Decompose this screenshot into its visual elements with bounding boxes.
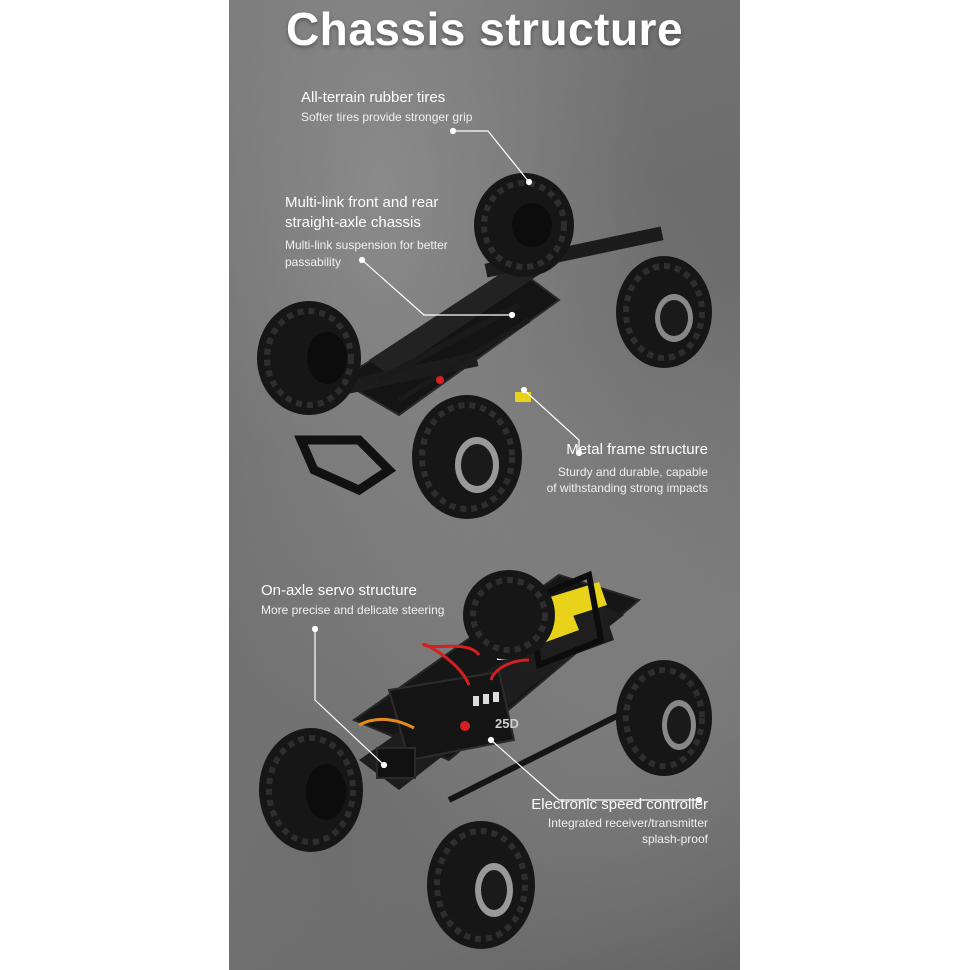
- tire-rear-left: [474, 173, 574, 277]
- feature-frame-title: Metal frame structure: [566, 441, 708, 458]
- tire-rear-left-bottom: [463, 570, 555, 660]
- callout-line-servo: [311, 625, 388, 769]
- esc-box: 25D: [387, 670, 519, 762]
- feature-suspension-title-line2: straight-axle chassis: [285, 214, 421, 231]
- feature-frame-subtitle-line2: of withstanding strong impacts: [546, 481, 708, 495]
- tire-rear-right-bottom: [616, 660, 712, 776]
- feature-esc-subtitle-line1: Integrated receiver/transmitter: [547, 816, 708, 830]
- feature-suspension-title-line1: Multi-link front and rear: [285, 194, 439, 211]
- feature-esc-subtitle-line2: splash-proof: [641, 832, 708, 846]
- feature-tires-subtitle: Softer tires provide stronger grip: [301, 110, 473, 124]
- feature-suspension-subtitle-line2: passability: [285, 255, 342, 269]
- callout-line-esc: [487, 736, 703, 804]
- callout-line-suspension: [358, 256, 516, 319]
- feature-frame-subtitle-line1: Sturdy and durable, capable: [557, 465, 708, 479]
- tire-front-right: [412, 395, 522, 519]
- callout-line-tires: [449, 127, 533, 186]
- page-title: Chassis structure: [285, 3, 684, 55]
- product-panel: 25D: [229, 0, 740, 970]
- feature-servo-title: On-axle servo structure: [261, 582, 417, 599]
- tire-front-right-bottom: [427, 821, 535, 949]
- feature-esc-title: Electronic speed controller: [531, 796, 708, 813]
- callout-lines: [311, 127, 703, 804]
- tire-rear-right: [616, 256, 712, 368]
- feature-servo-subtitle: More precise and delicate steering: [261, 603, 445, 617]
- esc-model-label: 25D: [495, 716, 519, 731]
- feature-tires-title: All-terrain rubber tires: [301, 89, 446, 106]
- tire-front-left: [257, 301, 361, 415]
- tire-front-left-bottom: [259, 728, 363, 852]
- callout-line-frame: [520, 386, 583, 457]
- chassis-illustration: 25D: [257, 127, 712, 949]
- bottom-chassis: 25D: [259, 570, 712, 949]
- feature-suspension-subtitle-line1: Multi-link suspension for better: [285, 238, 448, 252]
